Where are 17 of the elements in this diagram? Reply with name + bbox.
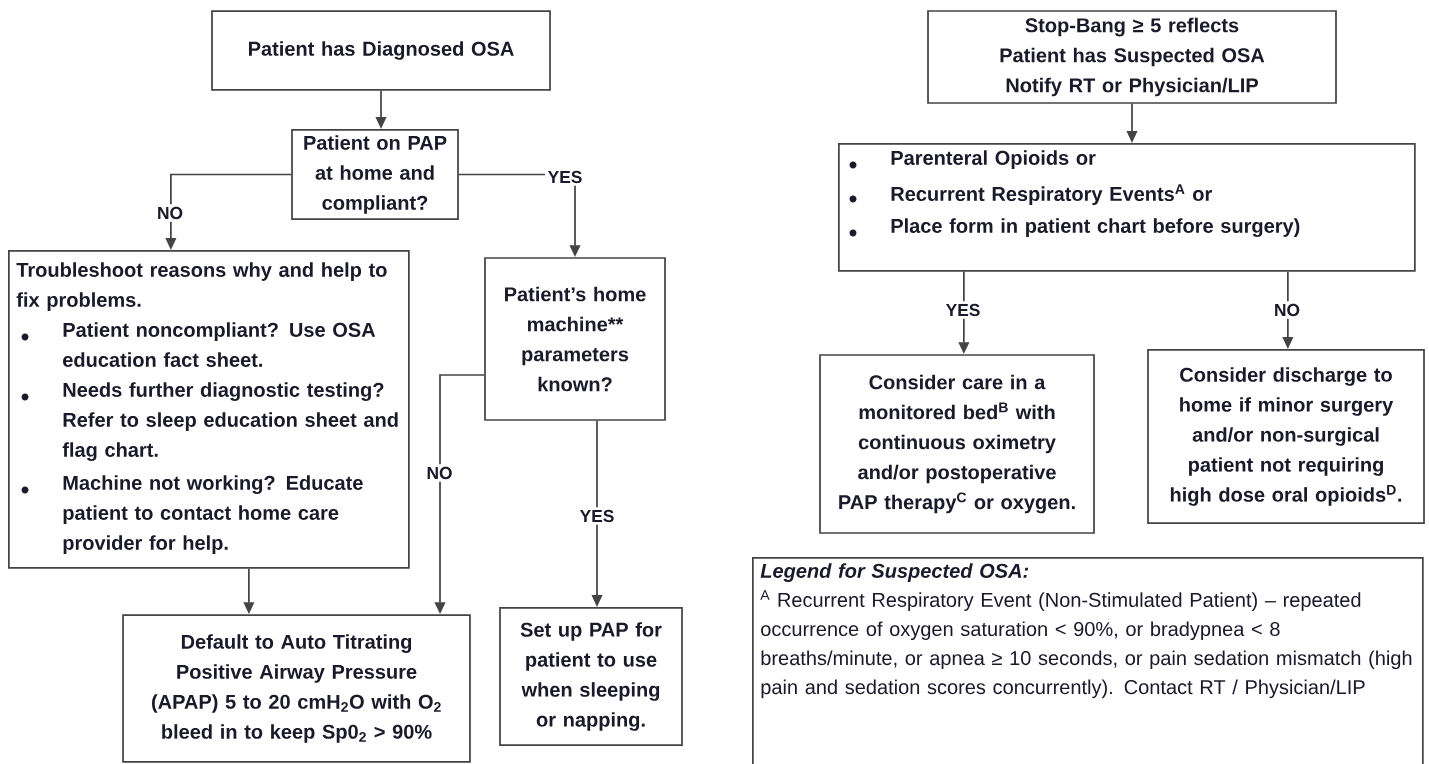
- process-box: Default to Auto Titrating Positive Airway Pressure (APAP) 5 to 20 cmH$_{2}$O with O$_{2}$ bleed in to keep Sp0$_{2}$ > 90%: [122, 614, 471, 763]
- edge-label: NO: [1271, 301, 1303, 319]
- process-box: Patient’s home machine** parameters known?: [484, 257, 666, 421]
- process-box: Consider care in a monitored bed$^{B}$ with continuous oximetry and/or postoperative PAP therapy$^{C}$ or oxygen.: [819, 354, 1095, 534]
- legend-box: Legend for Suspected OSA: $^{A}$ Recurrent Respiratory Event (Non-Stimulated Patient) – repeated occurrence of oxygen saturation < 90%, or bradypnea < 8 breaths/minute, or apnea ≥ 10 seconds, or pain sedation mismatch (high pain and sedation scores concurrently). Contact RT / Physician/LIP: [752, 557, 1424, 764]
- process-box: Patient has Diagnosed OSA: [211, 10, 551, 91]
- process-box: Patient on PAP at home and compliant?: [291, 129, 459, 220]
- edge-label: NO: [423, 464, 456, 482]
- criteria-box: Parenteral Opioids or Recurrent Respiratory Events$^{A}$ or Place form in patient chart before surgery): [838, 143, 1416, 272]
- edge-label: YES: [577, 507, 617, 525]
- edge-label: YES: [943, 301, 983, 319]
- process-box: Set up PAP for patient to use when sleeping or napping.: [499, 607, 683, 746]
- process-box: Stop-Bang ≥ 5 reflects Patient has Suspected OSA Notify RT or Physician/LIP: [927, 10, 1337, 104]
- edge-label: NO: [154, 204, 186, 222]
- process-box: Consider discharge to home if minor surgery and/or non-surgical patient not requiring high dose oral opioids$^{D}$.: [1147, 349, 1425, 524]
- process-box: Troubleshoot reasons why and help to fix problems. Patient noncompliant? Use OSA education fact sheet. Needs further diagnostic testing? Refer to sleep education sheet and flag chart. Machine not working? Educate patient to contact home care provider for help.: [8, 250, 410, 569]
- edge-label: YES: [545, 168, 585, 186]
